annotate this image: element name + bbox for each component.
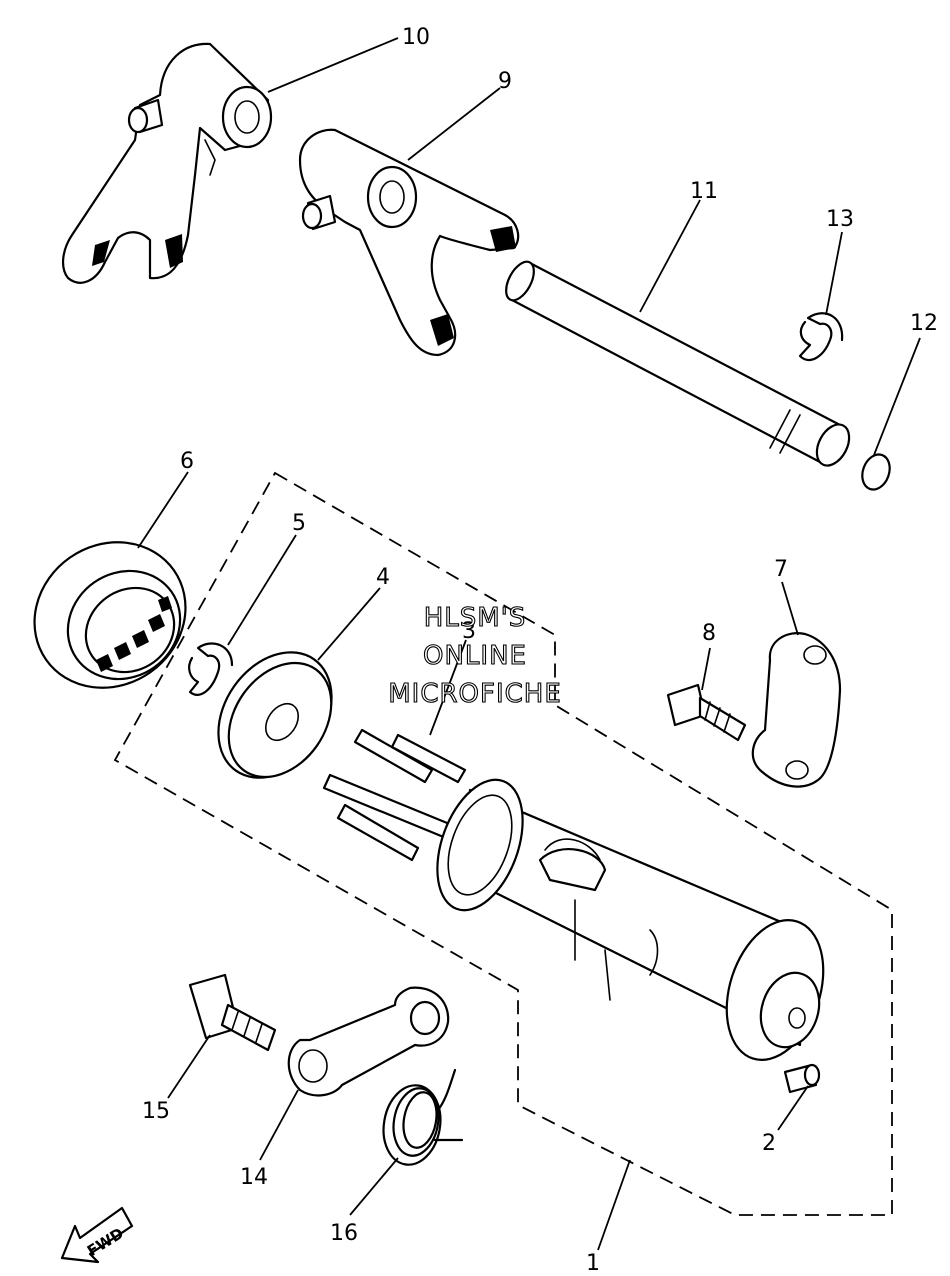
callout-6: 6 (180, 449, 194, 474)
circlip-13 (798, 312, 844, 362)
washer-12 (861, 453, 891, 491)
callout-14: 14 (240, 1165, 268, 1190)
spring-16 (382, 1068, 464, 1166)
callout-3: 3 (462, 619, 476, 644)
watermark-line-1: HLSM'S (424, 603, 527, 633)
bolt-8 (666, 683, 747, 742)
circlip-5 (188, 642, 234, 696)
fwd-arrow: FWD (60, 1206, 134, 1264)
callout-2: 2 (762, 1131, 776, 1156)
callout-labels: 10 9 11 13 12 6 5 4 3 7 8 15 14 16 2 1 (142, 25, 938, 1276)
shift-fork-10 (62, 42, 273, 284)
callout-10: 10 (402, 25, 430, 50)
callout-12: 12 (910, 311, 938, 336)
guide-bar-11 (505, 260, 851, 467)
shift-fork-9 (298, 128, 520, 357)
callout-11: 11 (690, 179, 718, 204)
callout-7: 7 (774, 557, 788, 582)
watermark: HLSM'S ONLINE MICROFICHE (388, 602, 562, 709)
washer-4 (217, 651, 333, 779)
stopper-lever-14 (287, 986, 450, 1097)
pin-2 (783, 1063, 821, 1094)
callout-5: 5 (292, 511, 306, 536)
bolt-15 (188, 973, 277, 1052)
callout-15: 15 (142, 1099, 170, 1124)
watermark-line-3: MICROFICHE (388, 679, 562, 709)
callout-9: 9 (498, 69, 512, 94)
callout-13: 13 (826, 207, 854, 232)
watermark-line-2: ONLINE (423, 641, 527, 671)
bearing-6 (33, 541, 187, 689)
callout-1: 1 (586, 1251, 600, 1276)
callout-8: 8 (702, 621, 716, 646)
shift-drum-1 (436, 778, 825, 1061)
plate-7 (751, 632, 842, 788)
pins-3 (322, 728, 467, 862)
leader-lines (137, 37, 921, 1251)
assembly-boundary (113, 471, 893, 1216)
callout-4: 4 (376, 565, 390, 590)
callout-16: 16 (330, 1221, 358, 1246)
